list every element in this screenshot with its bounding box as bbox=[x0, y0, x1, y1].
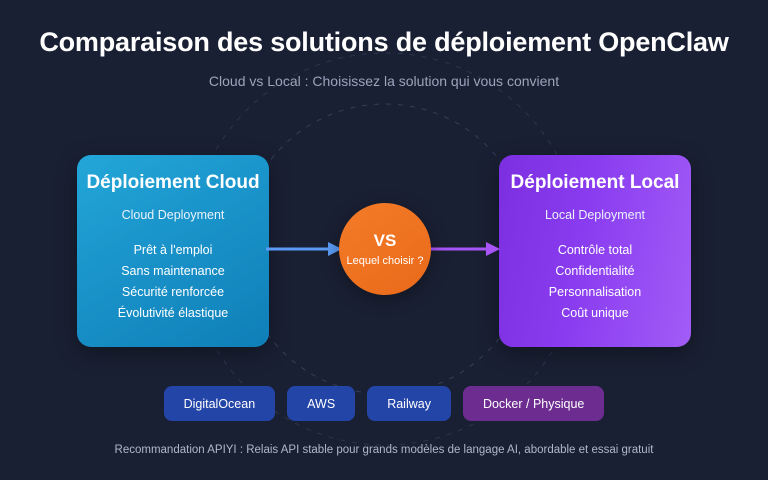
list-item: Coût unique bbox=[561, 305, 629, 320]
cloud-deployment-card[interactable]: Déploiement Cloud Cloud Deployment Prêt … bbox=[77, 155, 269, 347]
vs-label: VS bbox=[373, 230, 397, 250]
list-item: Prêt à l'emploi bbox=[133, 242, 213, 257]
vs-sublabel: Lequel choisir ? bbox=[346, 254, 424, 267]
list-item: Sans maintenance bbox=[121, 263, 225, 278]
list-item: Confidentialité bbox=[555, 263, 635, 278]
pill-railway[interactable]: Railway bbox=[367, 386, 451, 421]
page-header: Comparaison des solutions de déploiement… bbox=[0, 0, 768, 89]
list-item: Contrôle total bbox=[557, 242, 633, 257]
local-deployment-card[interactable]: Déploiement Local Local Deployment Contr… bbox=[499, 155, 691, 347]
list-item: Sécurité renforcée bbox=[121, 284, 225, 299]
list-item: Personnalisation bbox=[548, 284, 642, 299]
cloud-card-subtitle: Cloud Deployment bbox=[121, 207, 225, 222]
local-card-title: Déploiement Local bbox=[510, 172, 680, 193]
pill-aws[interactable]: AWS bbox=[287, 386, 356, 421]
vs-badge: VS Lequel choisir ? bbox=[339, 203, 431, 295]
cloud-card-feature-list: Prêt à l'emploi Sans maintenance Sécurit… bbox=[77, 240, 269, 324]
pill-docker-physique[interactable]: Docker / Physique bbox=[462, 386, 605, 421]
page-title: Comparaison des solutions de déploiement… bbox=[39, 27, 729, 57]
pill-digitalocean[interactable]: DigitalOcean bbox=[163, 386, 276, 421]
page-subtitle: Cloud vs Local : Choisissez la solution … bbox=[208, 73, 560, 89]
cloud-to-vs-arrow-icon bbox=[266, 242, 342, 256]
local-card-feature-list: Contrôle total Confidentialité Personnal… bbox=[499, 240, 691, 324]
footer-recommendation: Recommandation APIYI : Relais API stable… bbox=[114, 444, 654, 456]
provider-pill-row: DigitalOcean AWS Railway Docker / Physiq… bbox=[0, 386, 768, 421]
local-card-subtitle: Local Deployment bbox=[544, 207, 646, 222]
cloud-card-title: Déploiement Cloud bbox=[86, 172, 260, 193]
vs-to-local-arrow-icon bbox=[424, 242, 500, 256]
list-item: Évolutivité élastique bbox=[117, 305, 229, 320]
